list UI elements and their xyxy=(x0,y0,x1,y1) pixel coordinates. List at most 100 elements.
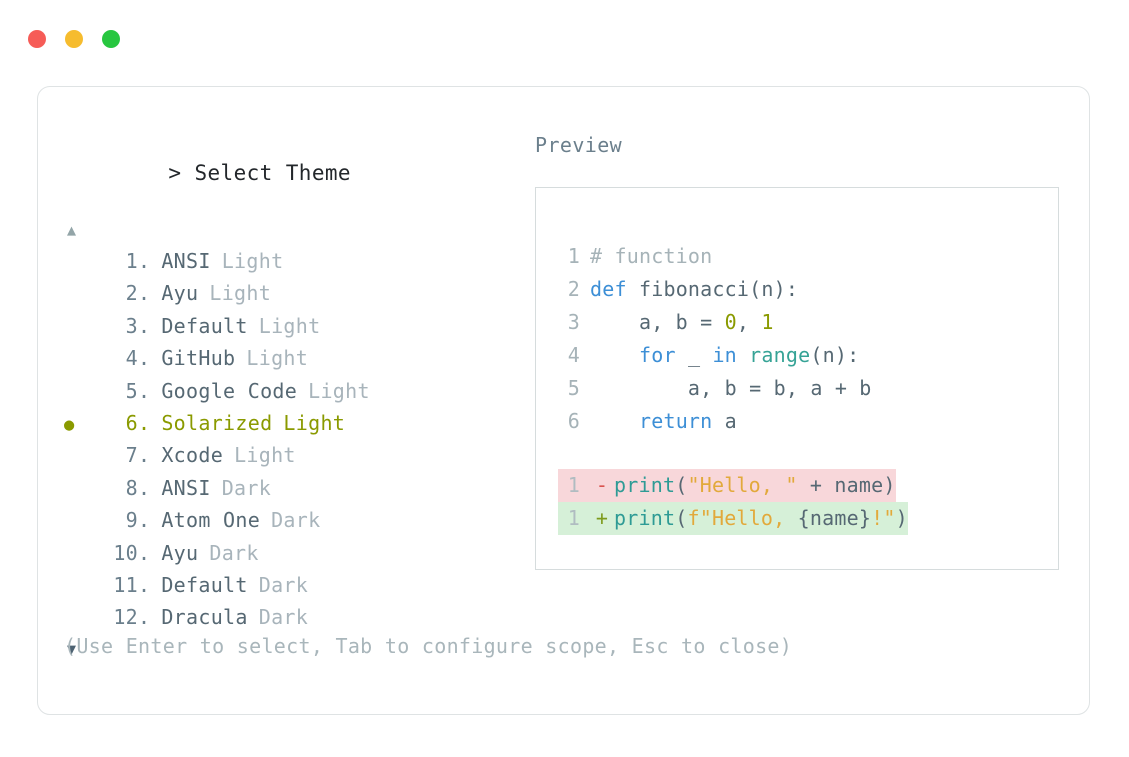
code-token: in xyxy=(712,343,737,367)
code-token: (n): xyxy=(749,277,799,301)
theme-item-name: Solarized xyxy=(161,410,273,435)
theme-item-variant: Dark xyxy=(271,508,321,533)
code-line-content: a, b = 0, 1 xyxy=(590,306,774,339)
theme-item-index: 3 xyxy=(125,313,138,338)
code-spacer xyxy=(558,438,1058,469)
code-token: 0 xyxy=(724,310,737,334)
code-token: _ xyxy=(675,343,713,367)
theme-item-separator: . xyxy=(138,443,151,468)
code-token: (n): xyxy=(810,343,860,367)
diff-line-content: print(f"Hello, {name}!") xyxy=(614,502,908,535)
code-token: + name) xyxy=(797,473,896,497)
code-line-number: 4 xyxy=(567,343,580,367)
theme-item-index: 7 xyxy=(125,443,138,468)
code-token: , xyxy=(736,310,762,334)
theme-list-item[interactable]: ● 6. Solarized Light xyxy=(64,407,524,439)
theme-item-variant: Dark xyxy=(258,572,309,597)
close-window-button[interactable] xyxy=(28,30,46,48)
theme-item-separator: . xyxy=(138,605,151,630)
code-token: print xyxy=(614,473,676,497)
theme-item-separator: . xyxy=(138,475,151,500)
theme-item-name: ANSI xyxy=(161,249,211,273)
code-token: ( xyxy=(675,473,688,497)
theme-list-item[interactable]: 11. Default Dark xyxy=(64,569,524,601)
theme-item-index: 6 xyxy=(125,410,138,435)
code-token: "Hello, " xyxy=(687,473,798,497)
theme-item-separator: . xyxy=(138,281,151,306)
theme-item-index: 10 xyxy=(113,540,138,565)
code-line-content: return a xyxy=(590,405,737,438)
code-token: ) xyxy=(895,506,908,530)
keyboard-hint: (Use Enter to select, Tab to configure s… xyxy=(64,634,793,658)
theme-item-separator: . xyxy=(138,249,151,273)
theme-item-name: Ayu xyxy=(161,281,199,306)
diff-line-number: 1 xyxy=(567,473,580,497)
theme-item-variant: Light xyxy=(221,249,284,273)
theme-item-separator: . xyxy=(138,346,151,371)
theme-item-variant: Light xyxy=(234,443,296,468)
theme-item-variant: Light xyxy=(283,410,346,435)
diff-line: 1 +print(f"Hello, {name}!") xyxy=(558,502,908,535)
code-token: for xyxy=(638,343,676,367)
code-line: 4 for _ in range(n): xyxy=(558,339,1058,372)
theme-item-index: 4 xyxy=(125,346,138,371)
theme-item-name: Google Code xyxy=(161,378,298,403)
page-title: Select Theme xyxy=(194,161,351,185)
theme-item-index: 5 xyxy=(125,378,138,403)
scroll-down-icon[interactable]: ▼ xyxy=(67,639,77,658)
code-line-number: 6 xyxy=(567,409,580,433)
code-token: a, b = b, a + b xyxy=(590,376,872,400)
code-token: return xyxy=(638,409,713,433)
preview-label: Preview xyxy=(535,133,623,157)
code-token: {name} xyxy=(797,506,872,530)
theme-item-name: Ayu xyxy=(161,540,199,565)
code-token xyxy=(590,343,639,367)
diff-line-number: 1 xyxy=(567,506,580,530)
code-token xyxy=(590,409,639,433)
code-token: !" xyxy=(871,506,896,530)
theme-item-separator: . xyxy=(138,378,151,403)
code-token: a, b = xyxy=(590,310,725,334)
theme-item-index: 12 xyxy=(113,605,138,630)
code-line: 5 a, b = b, a + b xyxy=(558,372,1058,405)
code-line-number: 5 xyxy=(567,376,580,400)
theme-item-name: Default xyxy=(161,572,248,597)
code-line-content: for _ in range(n): xyxy=(590,339,859,372)
code-line-number: 3 xyxy=(567,310,580,334)
theme-item-index: 11 xyxy=(113,572,138,597)
prompt-line: > Select Theme xyxy=(64,131,524,215)
selected-bullet-icon: ● xyxy=(64,414,75,435)
theme-item-separator: . xyxy=(138,410,151,435)
theme-item-separator: . xyxy=(138,572,151,597)
diff-sign: + xyxy=(595,506,609,530)
theme-item-name: Atom One xyxy=(161,508,261,533)
diff-block: 1-print("Hello, " + name)1+print(f"Hello… xyxy=(558,469,1058,535)
code-token: print xyxy=(614,506,676,530)
minimize-window-button[interactable] xyxy=(65,30,83,48)
code-token: def xyxy=(590,277,639,301)
theme-item-separator: . xyxy=(138,540,151,565)
maximize-window-button[interactable] xyxy=(102,30,120,48)
diff-line-content: print("Hello, " + name) xyxy=(614,469,896,502)
scroll-up-icon[interactable]: ▲ xyxy=(67,221,77,239)
diff-line: 1-print("Hello, " + name) xyxy=(558,469,896,502)
theme-item-name: Default xyxy=(161,313,248,338)
code-line-number: 2 xyxy=(567,277,580,301)
theme-item-variant: Dark xyxy=(221,475,272,500)
